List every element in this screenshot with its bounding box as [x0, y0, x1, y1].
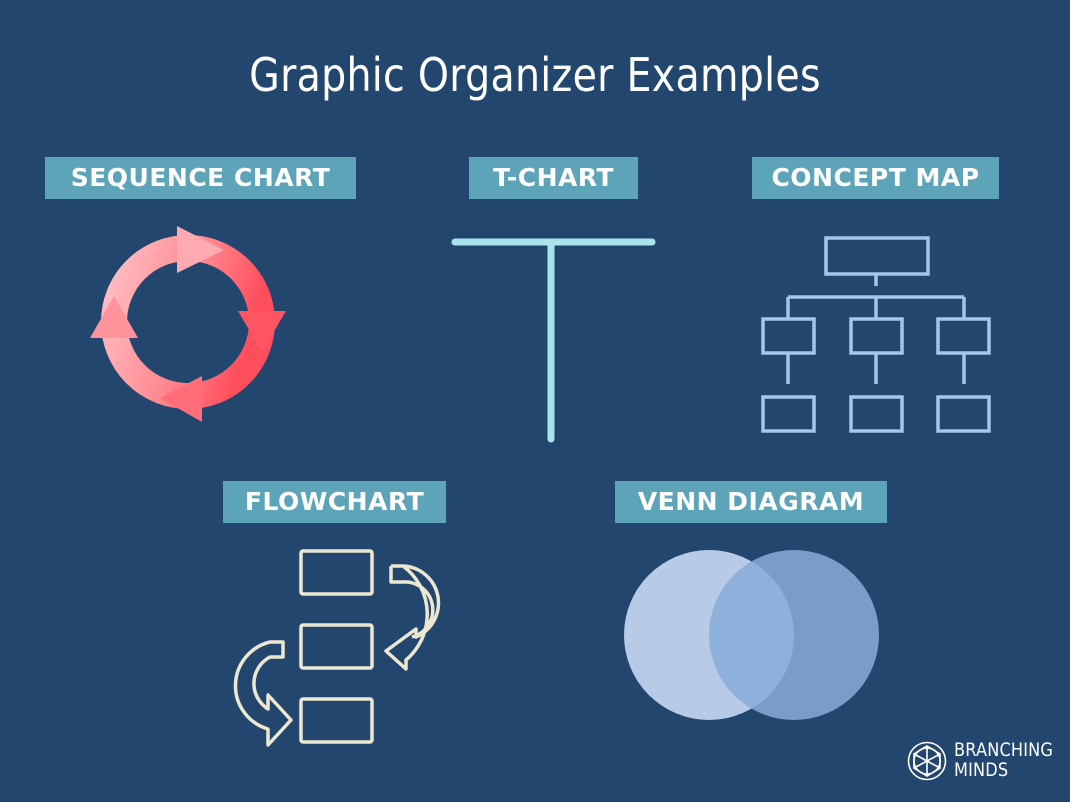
- brand-name: BRANCHING MINDS: [954, 740, 1053, 780]
- concept-leaf-box: [761, 395, 816, 433]
- concept-child-box: [936, 317, 991, 355]
- flowchart-shape: [233, 549, 441, 747]
- brand-logo: BRANCHING MINDS: [906, 740, 1056, 784]
- network-sphere-icon: [907, 741, 947, 781]
- page-title: Graphic Organizer Examples: [249, 48, 821, 102]
- flow-box: [299, 623, 374, 670]
- venn-right-circle: [709, 550, 879, 720]
- t-chart-shape: [451, 238, 656, 443]
- label-t-chart: T-CHART: [469, 157, 638, 199]
- brand-line-1: BRANCHING: [954, 739, 1054, 761]
- concept-child-box: [761, 317, 816, 355]
- curved-arrow-right-icon: [384, 564, 441, 671]
- brand-line-2: MINDS: [954, 759, 1009, 781]
- concept-leaf-box: [849, 395, 904, 433]
- label-venn-diagram: VENN DIAGRAM: [615, 481, 887, 523]
- label-concept-map: CONCEPT MAP: [752, 157, 999, 199]
- curved-arrow-left-icon: [233, 640, 293, 747]
- concept-child-box: [849, 317, 904, 355]
- concept-map-shape: [761, 236, 991, 433]
- concept-leaf-box: [936, 395, 991, 433]
- concept-root-box: [824, 236, 930, 276]
- label-flowchart: FLOWCHART: [223, 481, 446, 523]
- flow-box: [299, 697, 374, 744]
- label-sequence-chart: SEQUENCE CHART: [45, 157, 356, 199]
- venn-diagram-shape: [624, 550, 879, 720]
- cycle-arrows-icon: [90, 226, 286, 422]
- flow-box: [299, 549, 374, 596]
